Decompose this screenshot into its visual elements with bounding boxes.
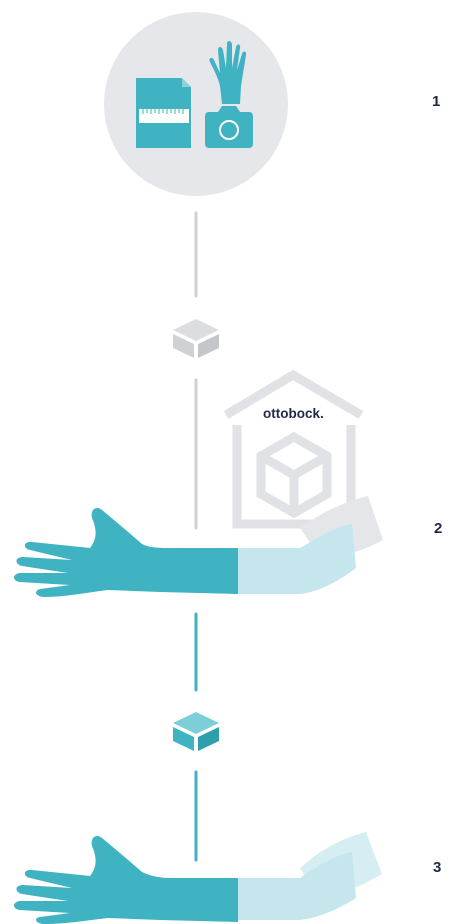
camera-icon bbox=[205, 106, 253, 148]
step-number-3: 3 bbox=[433, 859, 442, 876]
warehouse-icon bbox=[223, 369, 364, 529]
forearm-sleeve bbox=[232, 524, 356, 594]
hand-icon bbox=[209, 41, 247, 104]
package-icon bbox=[173, 319, 219, 358]
step-1-illustration bbox=[104, 12, 288, 196]
hand-left-icon-3 bbox=[14, 835, 238, 924]
step-3-arm bbox=[14, 832, 382, 924]
hand-left-icon bbox=[14, 507, 238, 597]
forearm-sleeve-3 bbox=[232, 852, 356, 920]
package-teal-icon bbox=[173, 712, 219, 751]
step-number-2: 2 bbox=[434, 520, 443, 537]
step-1-circle bbox=[104, 12, 288, 196]
document-measure-icon bbox=[136, 78, 191, 148]
step-2-arm bbox=[14, 496, 383, 597]
brand-label: ottobock. bbox=[263, 406, 324, 421]
step-number-1: 1 bbox=[432, 93, 441, 110]
